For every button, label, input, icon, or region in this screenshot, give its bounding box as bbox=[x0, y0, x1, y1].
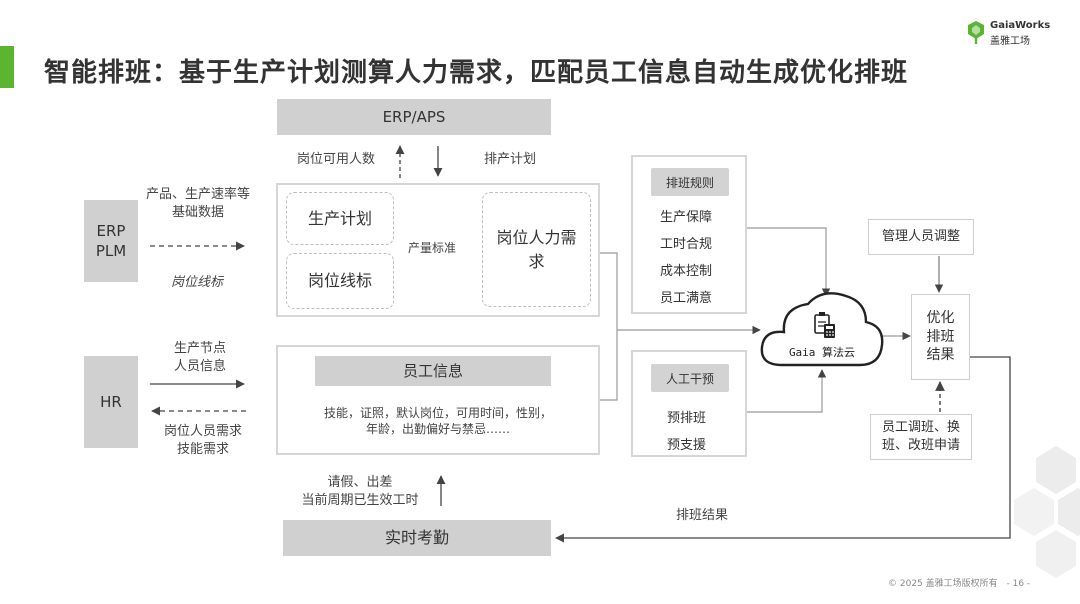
erp-plm-data-label: 产品、生产速率等 基础数据 bbox=[145, 187, 250, 220]
erp-label: ERP bbox=[96, 221, 126, 240]
gaiaworks-logo-icon bbox=[968, 21, 984, 44]
plm-label: PLM bbox=[95, 242, 127, 260]
optimized-schedule-result-box: 优化 排班 结果 bbox=[911, 294, 970, 380]
manager-adjust-box: 管理人员调整 bbox=[868, 219, 974, 255]
employee-info-detail: 技能，证照，默认岗位，可用时间，性别， 年龄，出勤偏好与禁忌…… bbox=[323, 406, 552, 437]
employee-shift-request-box: 员工调班、换 班、改班申请 bbox=[870, 414, 972, 460]
page-number: - 16 - bbox=[1006, 579, 1031, 589]
rule-item: 成本控制 bbox=[660, 264, 713, 279]
manual-intervention-header: 人工干预 bbox=[651, 364, 729, 392]
position-labor-demand-box: 岗位人力需 求 bbox=[482, 192, 591, 307]
erp-plm-source-box: ERP PLM bbox=[84, 200, 138, 282]
scheduling-rules-header: 排班规则 bbox=[651, 168, 729, 196]
erp-aps-box: ERP/APS bbox=[277, 99, 551, 135]
production-schedule-label: 排产计划 bbox=[483, 152, 536, 167]
erp-plm-line-std-label: 岗位线标 bbox=[170, 275, 223, 290]
copyright-text: © 2025 盖雅工场版权所有 bbox=[888, 579, 998, 589]
algorithm-cloud-shape bbox=[760, 292, 884, 367]
hr-out-label: 生产节点 人员信息 bbox=[173, 341, 226, 374]
line-standard-box: 岗位线标 bbox=[286, 253, 394, 309]
title-accent-bar bbox=[0, 46, 14, 88]
employee-info-header: 员工信息 bbox=[315, 356, 551, 386]
production-plan-box: 生产计划 bbox=[286, 192, 394, 245]
gaiaworks-logo: GaiaWorks 盖雅工场 bbox=[966, 18, 1056, 47]
decorative-hexagons bbox=[1014, 446, 1080, 578]
arrow-result-to-attendance bbox=[555, 356, 1011, 543]
rule-item: 工时合规 bbox=[660, 237, 713, 252]
hr-label: HR bbox=[100, 392, 122, 411]
connector-production-to-cloud bbox=[600, 252, 618, 330]
manual-item: 预排班 bbox=[667, 411, 707, 426]
arrow-manual-to-cloud bbox=[747, 369, 827, 413]
arrow-rules-to-cloud bbox=[747, 227, 831, 297]
available-headcount-label: 岗位可用人数 bbox=[296, 152, 375, 167]
rule-item: 生产保障 bbox=[660, 210, 713, 225]
footer: © 2025 盖雅工场版权所有 - 16 - bbox=[888, 576, 1030, 589]
realtime-attendance-box: 实时考勤 bbox=[283, 520, 551, 556]
hr-source-box: HR bbox=[84, 356, 138, 448]
schedule-result-return-label: 排班结果 bbox=[675, 508, 728, 523]
logo-text-en: GaiaWorks bbox=[990, 20, 1051, 31]
page-title: 智能排班：基于生产计划测算人力需求，匹配员工信息自动生成优化排班 bbox=[44, 58, 909, 88]
manual-item: 预支援 bbox=[667, 438, 707, 453]
output-standard-label: 产量标准 bbox=[407, 241, 456, 255]
clipboard-calculator-icon bbox=[814, 312, 835, 338]
rule-item: 员工满意 bbox=[660, 291, 713, 306]
attendance-note: 请假、出差 当前周期已生效工时 bbox=[301, 475, 419, 508]
connector-employee-to-cloud bbox=[600, 330, 618, 401]
hr-in-label: 岗位人员需求 技能需求 bbox=[163, 424, 242, 457]
logo-text-cn: 盖雅工场 bbox=[990, 36, 1030, 47]
algorithm-cloud-label: Gaia 算法云 bbox=[788, 346, 856, 359]
